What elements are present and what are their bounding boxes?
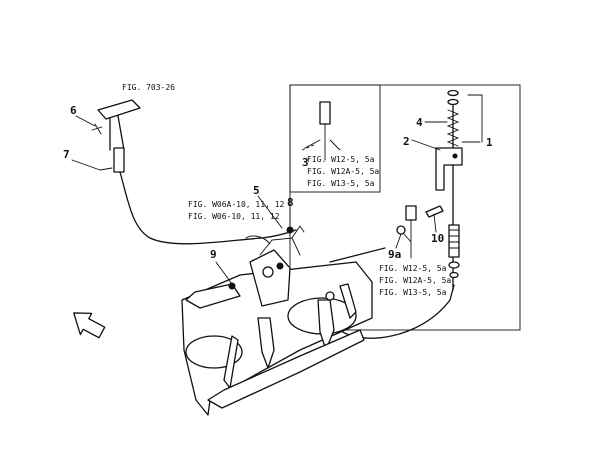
callout-4: 4 — [416, 116, 423, 129]
bracket — [435, 147, 463, 191]
rod-assembly — [396, 89, 463, 291]
fitting-8 — [286, 226, 294, 234]
callout-8: 8 — [287, 196, 294, 209]
base-rail — [207, 329, 365, 409]
lever — [97, 99, 141, 120]
callout-2: 2 — [403, 135, 410, 148]
ref-box1-1: FIG. W12-5, 5a — [307, 155, 375, 164]
detail-frame-inner — [289, 84, 381, 193]
spring — [446, 109, 460, 147]
pin-6 — [91, 123, 103, 135]
cable-upper — [329, 247, 386, 263]
callout-10: 10 — [431, 232, 444, 245]
main-assembly — [181, 225, 373, 416]
cable-left — [119, 171, 297, 245]
lever-and-cable — [91, 99, 297, 245]
ref-box2-1: FIG. W12-5, 5a — [379, 264, 447, 273]
callout-7: 7 — [63, 148, 70, 161]
turnbuckle — [448, 224, 460, 258]
ref-box1-2: FIG. W12A-5, 5a — [307, 167, 379, 176]
callout-5: 5 — [253, 184, 260, 197]
ref-box2-3: FIG. W13-5, 5a — [379, 288, 447, 297]
ref-left-2: FIG. W06-10, 11, 12 — [188, 212, 280, 221]
callout-9a: 9a — [388, 248, 401, 261]
callout-9: 9 — [210, 248, 217, 261]
pin-7 — [99, 167, 113, 171]
ref-left-1: FIG. W06A-10, 11, 12 — [188, 200, 285, 209]
ref-top-left: FIG. 703-26 — [122, 83, 175, 92]
front-direction-arrow-icon — [73, 312, 106, 339]
callout-6: 6 — [70, 104, 77, 117]
lift-arm-1 — [257, 317, 275, 369]
fitting-9 — [228, 282, 236, 290]
detail-frame-outer — [289, 84, 521, 331]
ref-box1-3: FIG. W13-5, 5a — [307, 179, 375, 188]
callout-3: 3 — [302, 156, 309, 169]
bolt-10 — [425, 205, 444, 218]
inset-pipe-part — [301, 101, 331, 161]
joint-9a — [405, 205, 417, 221]
ref-box2-2: FIG. W12A-5, 5a — [379, 276, 451, 285]
callout-1: 1 — [486, 136, 493, 149]
